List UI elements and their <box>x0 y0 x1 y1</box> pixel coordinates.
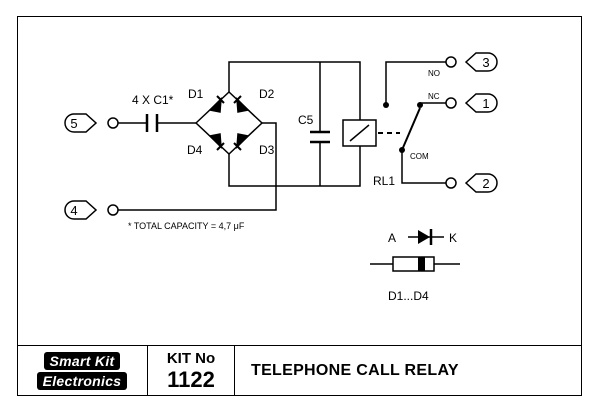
diode-d3-label: D3 <box>259 143 275 157</box>
solder-point-3 <box>445 56 457 68</box>
diode-pinout-legend <box>370 229 460 272</box>
terminal-2-arrow <box>464 173 498 193</box>
terminal-4-arrow <box>64 200 98 220</box>
kit-number: 1122 <box>167 367 215 392</box>
contact-nc-point <box>417 102 423 108</box>
terminal-3-arrow <box>464 52 498 72</box>
contact-no-label: NO <box>428 69 440 78</box>
terminal-2-label: 2 <box>482 176 489 191</box>
terminal-1-arrow <box>464 93 498 113</box>
terminal-5-arrow <box>64 113 98 133</box>
relay-switch-arm <box>401 107 421 151</box>
capacitor-c1-label: 4 X C1* <box>132 93 174 107</box>
diode-d4-label: D4 <box>187 143 203 157</box>
diode-d2 <box>233 95 250 113</box>
diode-cathode-label: K <box>449 231 457 245</box>
solder-point-5 <box>107 117 119 129</box>
logo-line-1: Smart Kit <box>43 352 121 370</box>
capacity-footnote: * TOTAL CAPACITY = 4,7 μF <box>128 221 245 231</box>
drawing-frame <box>17 16 582 396</box>
terminal-3-label: 3 <box>482 55 489 70</box>
diode-d1-label: D1 <box>188 87 204 101</box>
capacitor-c5 <box>310 130 330 144</box>
capacitor-c5-label: C5 <box>298 113 314 127</box>
kit-number-cell: KIT No 1122 <box>148 346 235 396</box>
title-cell: TELEPHONE CALL RELAY <box>235 346 582 396</box>
terminal-1-label: 1 <box>482 96 489 111</box>
relay-label: RL1 <box>373 174 395 188</box>
contact-no-point <box>383 102 389 108</box>
solder-point-1 <box>445 97 457 109</box>
diagram-title: TELEPHONE CALL RELAY <box>251 362 459 379</box>
capacitor-c1 <box>145 114 159 132</box>
company-logo: Smart Kit Electronics <box>17 346 148 396</box>
diode-d1 <box>208 95 225 113</box>
diode-d3 <box>233 133 250 151</box>
solder-point-2 <box>445 177 457 189</box>
diode-legend-caption: D1...D4 <box>388 289 429 303</box>
terminal-5-label: 5 <box>70 116 77 131</box>
kit-label: KIT No <box>166 350 216 367</box>
terminal-4-label: 4 <box>70 203 77 218</box>
solder-point-4 <box>107 204 119 216</box>
title-block: Smart Kit Electronics KIT No 1122 TELEPH… <box>17 345 582 396</box>
diode-d4 <box>208 133 225 151</box>
contact-com-label: COM <box>410 152 429 161</box>
logo-line-2: Electronics <box>36 372 128 390</box>
diode-d2-label: D2 <box>259 87 275 101</box>
diode-anode-label: A <box>388 231 396 245</box>
contact-nc-label: NC <box>428 92 440 101</box>
